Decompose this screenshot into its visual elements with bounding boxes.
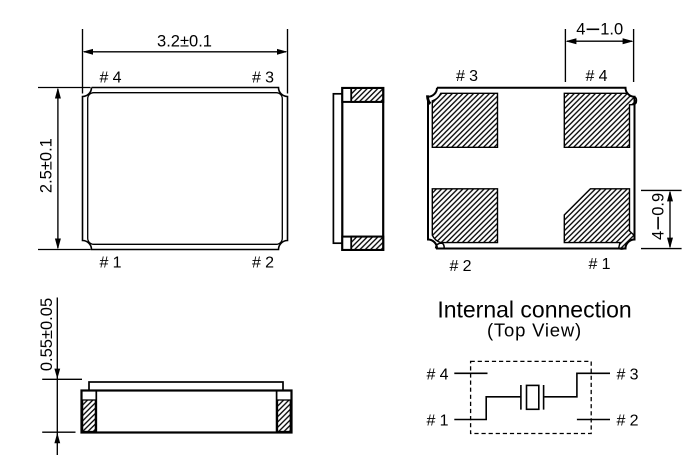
svg-text:3.2±0.1: 3.2±0.1 <box>157 32 212 50</box>
svg-text:Internal connection: Internal connection <box>437 297 631 323</box>
svg-text:2.5±0.1: 2.5±0.1 <box>38 138 56 193</box>
svg-text:# 3: # 3 <box>456 68 479 85</box>
svg-text:# 2: # 2 <box>252 255 275 272</box>
svg-text:# 3: # 3 <box>252 70 275 87</box>
svg-text:# 1: # 1 <box>100 255 123 272</box>
svg-text:4: 4 <box>650 231 668 240</box>
svg-text:# 2: # 2 <box>617 413 640 430</box>
svg-text:1.0: 1.0 <box>600 21 623 39</box>
svg-text:4: 4 <box>576 21 585 39</box>
svg-text:0.55±0.05: 0.55±0.05 <box>38 298 56 371</box>
svg-text:# 4: # 4 <box>100 70 123 87</box>
svg-text:# 4: # 4 <box>586 68 609 85</box>
svg-text:(Top View): (Top View) <box>487 320 582 341</box>
svg-text:# 3: # 3 <box>617 367 640 384</box>
svg-text:0.9: 0.9 <box>650 193 668 216</box>
svg-text:# 2: # 2 <box>450 258 473 275</box>
svg-text:# 1: # 1 <box>427 413 450 430</box>
svg-text:# 4: # 4 <box>427 367 450 384</box>
svg-text:# 1: # 1 <box>589 256 612 273</box>
